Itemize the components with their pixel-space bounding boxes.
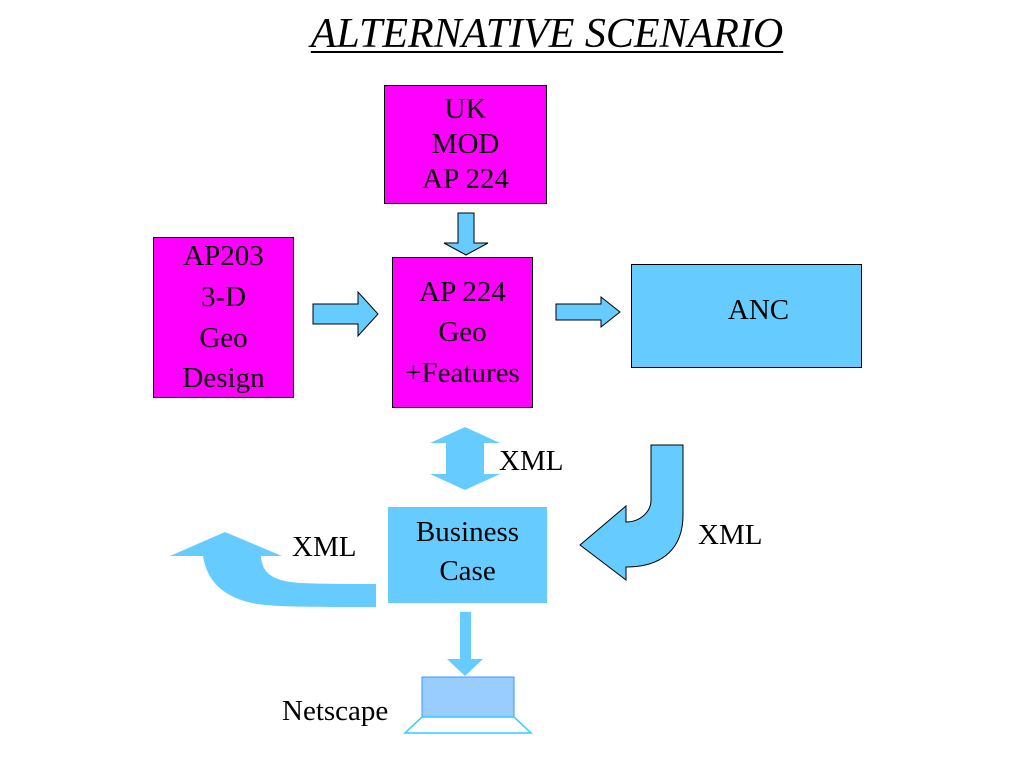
arrow-double-vertical [430, 427, 500, 490]
box-uk-mod-line: AP 224 [422, 162, 509, 195]
box-anc: ANC [631, 264, 862, 368]
box-anc-line: ANC [727, 293, 790, 326]
label-netscape: Netscape [282, 695, 389, 727]
arrow-curved-left [170, 532, 376, 607]
box-ap224-line: AP 224 [419, 275, 506, 308]
arrow-down-business [447, 612, 483, 676]
box-uk-mod-line: MOD [431, 128, 500, 161]
box-ap224-line: +Features [405, 356, 520, 389]
box-ap224: AP 224 Geo +Features [392, 257, 533, 408]
arrow-right-ap224 [555, 295, 621, 329]
box-business-case: Business Case [388, 507, 547, 603]
box-uk-mod-line: UK [444, 93, 487, 126]
label-xml-left: XML [292, 531, 357, 563]
laptop-icon [403, 676, 533, 734]
box-ap203-line: Design [182, 362, 265, 395]
arrow-right-ap203 [312, 290, 379, 338]
box-business-case-line: Case [439, 555, 496, 587]
arrow-down-ukmod [443, 212, 489, 256]
box-business-case-line: Business [415, 515, 520, 548]
box-ap203-line: 3-D [200, 280, 247, 313]
box-ap203-line: AP203 [183, 240, 264, 273]
box-uk-mod: UK MOD AP 224 [384, 85, 547, 204]
arrow-curved-anc [579, 444, 684, 582]
box-ap224-line: Geo [438, 316, 487, 349]
slide-title: ALTERNATIVE SCENARIO [310, 11, 784, 57]
label-xml-right: XML [698, 519, 763, 551]
label-xml-center: XML [499, 445, 564, 477]
box-ap203: AP203 3-D Geo Design [153, 237, 294, 398]
box-ap203-line: Geo [199, 321, 248, 354]
